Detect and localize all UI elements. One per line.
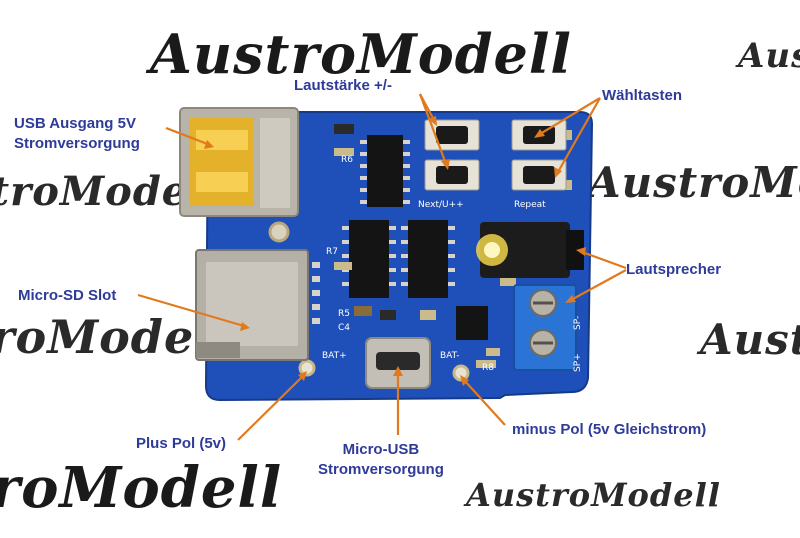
- micro-usb-port: [365, 337, 431, 389]
- mounting-hole: [268, 221, 290, 243]
- watermark-left-lower: AustroModell: [0, 310, 232, 364]
- silk-sp-minus: SP-: [573, 316, 583, 330]
- watermark-top-right: AustroModell: [738, 36, 800, 76]
- silk-next: Next/U++: [418, 200, 464, 210]
- silk-bat-plus: BAT+: [322, 351, 347, 361]
- label-speaker: Lautsprecher: [626, 261, 722, 278]
- label-minus-pole: minus Pol (5v Gleichstrom): [512, 421, 707, 438]
- label-usb-output: USB Ausgang 5V Stromversorgung: [14, 114, 140, 154]
- silk-r5: R5: [338, 309, 350, 319]
- label-usb-output-line2: Stromversorgung: [14, 135, 140, 152]
- watermark-bottom: AustroModell: [0, 455, 283, 521]
- watermark-right-mid: AustroModell: [588, 158, 800, 207]
- silk-sp-plus: SP+: [573, 353, 583, 372]
- bat-plus-pad: [298, 359, 316, 377]
- silk-repeat: Repeat: [514, 200, 546, 210]
- push-buttons: [424, 119, 567, 191]
- label-micro-usb-line2: Stromversorgung: [318, 461, 444, 478]
- silk-r6: R6: [341, 155, 353, 165]
- watermark-top: AustroModell: [150, 22, 572, 86]
- bat-minus-pad: [452, 364, 470, 382]
- annotation-arrows: [137, 93, 627, 441]
- speaker-screw-terminal: [513, 284, 577, 371]
- label-micro-usb-line1: Micro-USB: [342, 441, 420, 458]
- watermark-right-lower: AustroModell: [700, 315, 800, 364]
- silk-r7: R7: [326, 247, 338, 257]
- usb-a-port: [179, 107, 299, 217]
- label-plus-pole: Plus Pol (5v): [136, 435, 227, 452]
- label-usb-output-line1: USB Ausgang 5V: [14, 115, 136, 132]
- micro-sd-slot: [195, 249, 320, 361]
- silk-c4: C4: [338, 323, 350, 333]
- label-volume: Lautstärke +/-: [294, 77, 392, 94]
- silk-bat-minus: BAT-: [440, 351, 460, 361]
- audio-jack: [476, 222, 584, 278]
- label-micro-usb: Micro-USB Stromversorgung: [318, 440, 444, 480]
- label-select-buttons: Wähltasten: [602, 87, 683, 104]
- silk-r8: R8: [482, 363, 494, 373]
- watermark-bottom-right: AustroModell: [466, 476, 721, 514]
- label-micro-sd: Micro-SD Slot: [18, 287, 117, 304]
